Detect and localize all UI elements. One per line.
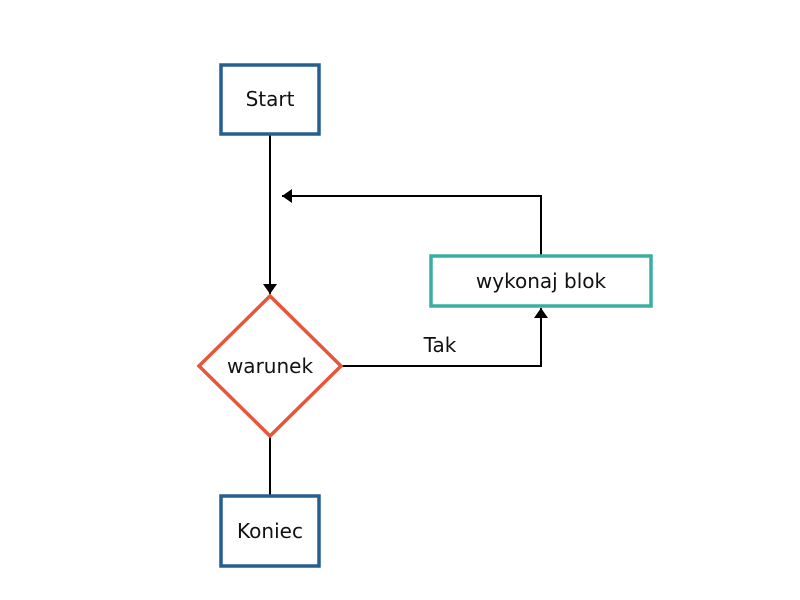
node-end-label: Koniec [237, 519, 303, 543]
node-end-box [219, 494, 321, 568]
edge-label-yes: Tak [423, 333, 457, 357]
node-start-label: Start [246, 87, 295, 111]
node-start-box [219, 63, 321, 136]
node-loop-body-box [429, 254, 653, 308]
node-condition-label: warunek [227, 354, 313, 378]
node-loop-body-label: wykonaj blok [476, 269, 607, 293]
node-start: Start [219, 63, 321, 136]
node-end: Koniec [219, 494, 321, 568]
node-loop-body: wykonaj blok [429, 254, 653, 308]
edge-condition-to-loop-body [342, 308, 548, 367]
edge-loop-body-back [282, 189, 542, 256]
node-condition-diamond [196, 293, 344, 439]
node-condition: warunek [196, 293, 344, 439]
